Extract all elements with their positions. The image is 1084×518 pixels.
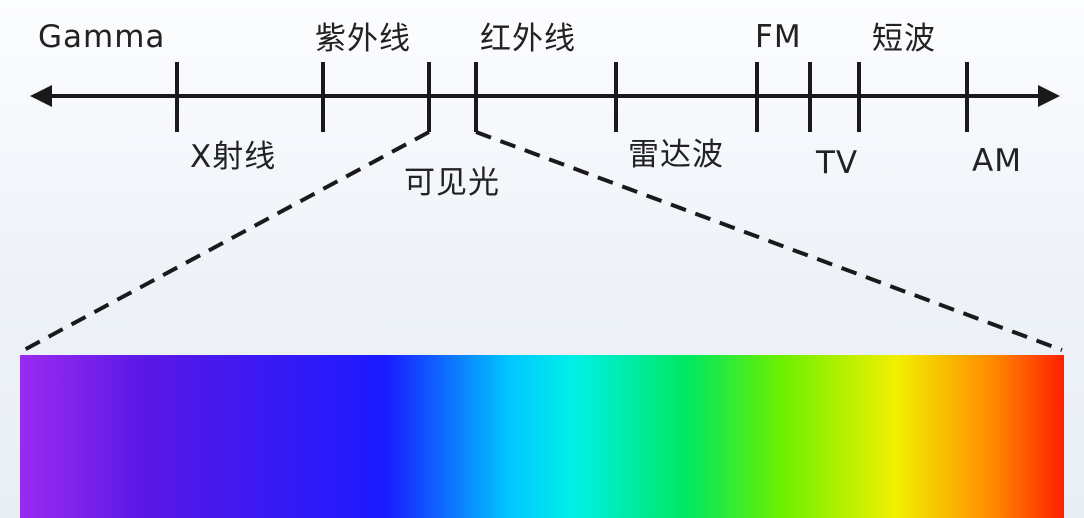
label-shortwave: 短波 [872, 21, 936, 57]
zoom-line-right [475, 130, 1063, 352]
visible-spectrum-bar [20, 355, 1064, 518]
label-ultraviolet: 紫外线 [315, 21, 411, 57]
axis-arrow-right-icon [1038, 85, 1060, 107]
label-infrared: 红外线 [480, 21, 576, 57]
label-tv: TV [816, 145, 859, 181]
label-gamma: Gamma [38, 19, 166, 55]
label-radar: 雷达波 [628, 137, 724, 173]
axis-arrow-left-icon [30, 85, 52, 107]
label-visible-light: 可见光 [404, 165, 500, 201]
label-xray: X射线 [190, 139, 277, 175]
label-am: AM [972, 143, 1022, 179]
label-fm: FM [755, 19, 802, 55]
